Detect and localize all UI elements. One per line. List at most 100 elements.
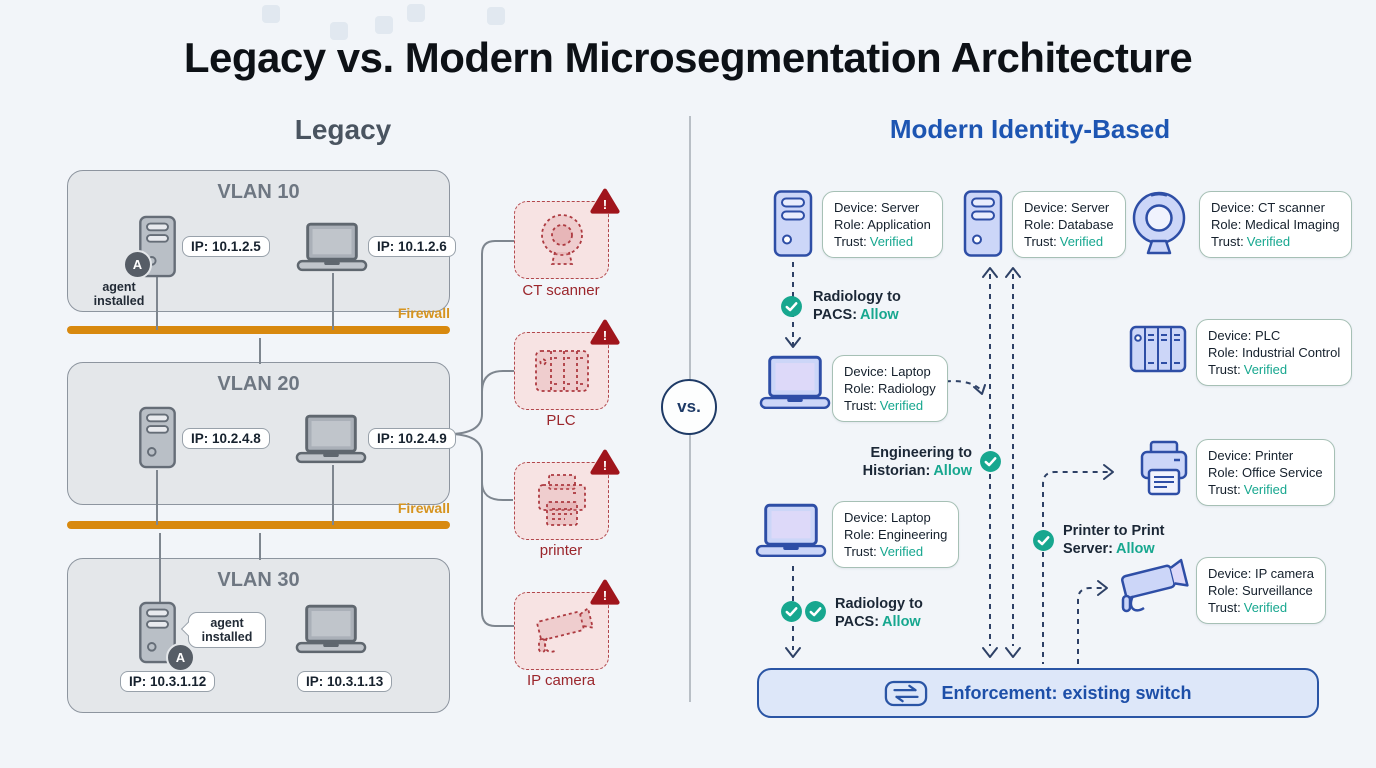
switch-bidirectional-arrows-icon: [884, 680, 928, 707]
check-badge-icon: [804, 600, 827, 623]
warning-glyph: !: [603, 588, 607, 603]
server-icon: [138, 601, 177, 664]
trust-label: Trust:: [1208, 600, 1241, 615]
trust-label: Trust:: [1211, 234, 1244, 249]
firewall-label: Firewall: [397, 500, 450, 516]
device-card-printer: Device: Printer Role: Office Service Tru…: [1196, 439, 1335, 506]
card-trust-line: Trust:Verified: [1208, 361, 1340, 378]
trust-value: Verified: [1059, 234, 1104, 249]
card-role-line: Role: Database: [1024, 217, 1114, 232]
vlan-20-title: VLAN 20: [217, 373, 300, 395]
risky-label-plc: PLC: [546, 412, 576, 429]
card-device-line: Device: PLC: [1208, 328, 1281, 343]
device-card-laptop-engineering: Device: Laptop Role: Engineering Trust:V…: [832, 501, 960, 568]
card-trust-line: Trust:Verified: [1024, 233, 1114, 250]
device-card-application-server: Device: Server Role: Application Trust:V…: [822, 191, 943, 258]
agent-badge: A: [166, 643, 195, 672]
enforcement-bar: Enforcement: existing switch: [757, 668, 1319, 718]
ip-label-server-vlan20: IP: 10.2.4.8: [182, 428, 270, 449]
server-icon-application: [773, 189, 813, 258]
allow-line1: Engineering to: [870, 445, 973, 461]
allow-line1: Radiology to: [835, 596, 923, 612]
laptop-icon: [295, 413, 367, 466]
laptop-icon: [296, 221, 368, 274]
deco-square: [487, 7, 505, 25]
allow-prefix: Server:: [1063, 541, 1113, 557]
laptop-icon: [295, 603, 367, 656]
plc-icon: [1129, 325, 1187, 373]
warning-triangle-icon: !: [590, 579, 620, 611]
card-role-line: Role: Office Service: [1208, 465, 1323, 480]
trust-label: Trust:: [1208, 482, 1241, 497]
deco-square: [407, 4, 425, 22]
deco-square: [330, 22, 348, 40]
risky-label-ip-camera: IP camera: [526, 672, 596, 689]
card-trust-line: Trust:Verified: [844, 397, 936, 414]
card-device-line: Device: CT scanner: [1211, 200, 1325, 215]
allow-rule-radiology-pacs: Radiology to PACS:Allow: [813, 288, 901, 324]
trust-label: Trust:: [1024, 234, 1057, 249]
device-card-ct-scanner: Device: CT scanner Role: Medical Imaging…: [1199, 191, 1352, 258]
trust-value: Verified: [1246, 234, 1291, 249]
check-badge-icon: [780, 295, 803, 318]
card-trust-line: Trust:Verified: [1208, 481, 1323, 498]
ip-label-server-vlan30: IP: 10.3.1.12: [120, 671, 216, 692]
trust-label: Trust:: [834, 234, 867, 249]
trust-label: Trust:: [1208, 362, 1241, 377]
modern-heading: Modern Identity-Based: [889, 114, 1171, 144]
card-device-line: Device: Printer: [1208, 448, 1294, 463]
legacy-heading: Legacy: [294, 114, 392, 145]
server-icon-database: [963, 189, 1003, 258]
allow-value: Allow: [933, 463, 972, 479]
trust-value: Verified: [1243, 362, 1288, 377]
card-device-line: Device: Server: [834, 200, 920, 215]
card-role-line: Role: Industrial Control: [1208, 345, 1341, 360]
laptop-icon-engineering: [755, 503, 827, 560]
deco-square: [375, 16, 393, 34]
card-trust-line: Trust:Verified: [844, 543, 947, 560]
ct-scanner-dashed-icon: [532, 211, 592, 269]
trust-value: Verified: [879, 398, 924, 413]
warning-triangle-icon: !: [590, 449, 620, 481]
check-badge-icon: [1032, 529, 1055, 552]
allow-rule-radiology-pacs-2: Radiology to PACS:Allow: [835, 595, 923, 631]
card-trust-line: Trust:Verified: [1208, 599, 1314, 616]
laptop-icon-radiology: [759, 355, 831, 412]
vs-badge: vs.: [661, 379, 717, 435]
allow-prefix: Historian:: [862, 463, 931, 479]
trust-label: Trust:: [844, 544, 877, 559]
risky-device-ip-camera: [514, 592, 609, 670]
ct-scanner-icon: [1130, 191, 1188, 257]
firewall-bar: [67, 326, 450, 334]
printer-icon: [1140, 440, 1188, 497]
allow-line1: Radiology to: [813, 289, 901, 305]
deco-square: [262, 5, 280, 23]
warning-glyph: !: [603, 328, 607, 343]
allow-line2: PACS:Allow: [835, 613, 923, 631]
trust-value: Verified: [879, 544, 924, 559]
device-card-database-server: Device: Server Role: Database Trust:Veri…: [1012, 191, 1126, 258]
server-icon: [138, 406, 177, 469]
ip-label-laptop-vlan10: IP: 10.1.2.6: [368, 236, 456, 257]
card-role-line: Role: Surveillance: [1208, 583, 1313, 598]
risky-device-plc: [514, 332, 609, 410]
plc-dashed-icon: [533, 348, 591, 394]
enforcement-label: Enforcement: existing switch: [941, 682, 1192, 703]
risky-device-printer: [514, 462, 609, 540]
allow-line2: Server:Allow: [1063, 540, 1165, 558]
card-role-line: Role: Engineering: [844, 527, 948, 542]
firewall-label: Firewall: [397, 305, 450, 321]
allow-value: Allow: [882, 614, 921, 630]
ip-label-laptop-vlan20: IP: 10.2.4.9: [368, 428, 456, 449]
agent-installed-note: agent installed: [93, 280, 145, 308]
trust-value: Verified: [869, 234, 914, 249]
device-card-plc: Device: PLC Role: Industrial Control Tru…: [1196, 319, 1353, 386]
trust-label: Trust:: [844, 398, 877, 413]
trust-value: Verified: [1243, 482, 1288, 497]
allow-line2: Historian:Allow: [863, 462, 972, 480]
card-role-line: Role: Radiology: [844, 381, 936, 396]
allow-line1: Printer to Print: [1063, 523, 1165, 539]
warning-triangle-icon: !: [590, 188, 620, 220]
